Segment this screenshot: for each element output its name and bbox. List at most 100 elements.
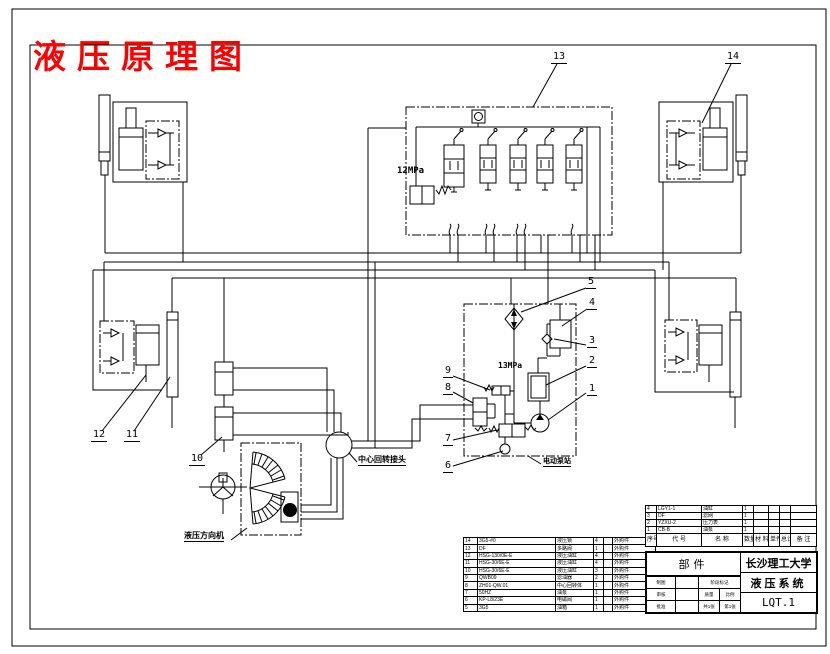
directional-valve-1	[443, 128, 465, 193]
steering-unit	[199, 361, 358, 541]
leader-lines	[101, 63, 732, 467]
bom-code: 3G5	[477, 603, 556, 613]
bom-qty: 2	[593, 573, 604, 583]
bom-row: 5 3G5 油箱 1 外购件	[463, 603, 656, 613]
bom-name: 滤油器	[555, 573, 594, 583]
bom-unit	[768, 505, 780, 513]
valve-manifold	[405, 106, 613, 262]
bom-code: KP-L8/23E	[477, 596, 556, 605]
callout-4: 4	[587, 297, 598, 310]
directional-valve-5	[565, 128, 584, 191]
callout-6: 6	[443, 460, 454, 473]
hdr-unit: 单件	[768, 533, 780, 547]
pump-station-label: 电动泵站	[543, 458, 571, 467]
bom-no: 5	[463, 603, 478, 613]
bom-no: 2	[645, 519, 657, 527]
bom-qty: 3	[593, 566, 604, 575]
bom-mat	[603, 588, 613, 598]
bom-unit	[768, 512, 780, 520]
bom-unit	[768, 519, 780, 527]
callout-12: 12	[91, 429, 108, 442]
bom-qty: 1	[593, 544, 604, 553]
bom-name: 油泵	[555, 588, 594, 598]
bom-no: 10	[463, 566, 478, 575]
bom-main-table: 14 3G5-#0 液压锁 4 外购件 13 DF 多路阀 1 外购件 12 H…	[463, 536, 656, 613]
sig-label-approve: 批准	[646, 600, 676, 613]
bom-no: 13	[463, 544, 478, 553]
pipe-network	[92, 127, 742, 520]
bom-code: YZXU-2	[656, 519, 702, 527]
bom-row: 1 CB-B 油泵 1	[645, 526, 817, 534]
bom-name: 中心回转体	[555, 581, 594, 590]
bom-name: 油缸	[701, 505, 743, 513]
bom-mat	[753, 526, 769, 534]
bom-mat	[603, 566, 613, 575]
drawing-title: 液压原理图	[33, 37, 253, 76]
bom-code: DF	[656, 512, 702, 520]
sig-value	[675, 600, 699, 613]
pump-station	[463, 303, 577, 465]
bom-code: HSG-30/6E-E	[477, 559, 556, 568]
mid-right-cylinder-group	[664, 311, 742, 428]
bom-code: 3G5-#0	[477, 536, 556, 546]
callout-11: 11	[124, 429, 141, 442]
steering-gear-label: 液压方向机	[184, 531, 224, 542]
bom-name: 液压油缸	[555, 566, 594, 575]
bom-no: 4	[645, 505, 657, 513]
bom-name: 多路阀	[555, 544, 594, 553]
bom-qty: 1	[593, 603, 604, 613]
callout-13: 13	[551, 51, 568, 64]
bom-mat	[603, 536, 613, 546]
bom-qty: 1	[593, 588, 604, 598]
sheets-count: 共1张	[698, 600, 720, 613]
hdr-name: 名 称	[701, 533, 743, 547]
bom-name: 液压油缸	[555, 559, 594, 568]
bom-qty: 4	[593, 536, 604, 546]
bom-mat	[753, 505, 769, 513]
bom-row: 3 DF 滤网 1	[645, 512, 817, 520]
bom-mat	[603, 603, 613, 613]
bom-mat	[603, 544, 613, 553]
bom-no: 9	[463, 573, 478, 583]
callout-10: 10	[189, 453, 206, 466]
bom-total	[779, 519, 791, 527]
hdr-mat: 材 料	[753, 533, 769, 547]
hdr-no: 序号	[645, 533, 657, 547]
bom-note	[790, 512, 817, 520]
bom-upper-table: 4 LGY1-1 油缸 1 3 DF 滤网 1 2 YZXU-2 压力表 1	[645, 505, 817, 547]
bom-row: 4 LGY1-1 油缸 1	[645, 505, 817, 513]
bom-name: 液压油缸	[555, 551, 594, 561]
bom-name: 滤网	[701, 512, 743, 520]
bom-name: 电磁阀	[555, 596, 594, 605]
bom-no: 7	[463, 588, 478, 598]
bom-row: 12 HSG-130/0E-E 液压油缸 4 外购件	[463, 551, 656, 561]
bom-code: HSG-130/0E-E	[477, 551, 556, 561]
bom-header-row: 序号 代 号 名 称 数量 材 料 单件 总计 备 注	[645, 533, 817, 547]
mid-left-cylinder-group	[99, 311, 179, 428]
bom-mat	[603, 573, 613, 583]
bom-row: 2 YZXU-2 压力表 1	[645, 519, 817, 527]
bom-row: 11 HSG-30/6E-E 液压油缸 4 外购件	[463, 559, 656, 568]
bom-qty: 1	[742, 519, 754, 527]
bom-qty: 4	[593, 559, 604, 568]
bom-code: QWB09	[477, 573, 556, 583]
callout-1: 1	[587, 383, 598, 396]
bom-no: 6	[463, 596, 478, 605]
bom-mat	[603, 581, 613, 590]
bom-qty: 1	[593, 581, 604, 590]
bom-row: 10 HSG-30/6E-E 液压油缸 3 外购件	[463, 566, 656, 575]
callout-9: 9	[443, 365, 454, 378]
bom-qty: 1	[742, 512, 754, 520]
callout-7: 7	[443, 433, 454, 446]
hdr-note: 备 注	[790, 533, 817, 547]
bom-qty: 1	[593, 596, 604, 605]
product-name: 液压系统	[740, 572, 817, 593]
top-left-cylinder-group	[98, 94, 188, 183]
hdr-qty: 数量	[742, 533, 754, 547]
drawing-number: LQT.1	[740, 592, 817, 613]
bom-mat	[603, 559, 613, 568]
bom-unit	[768, 526, 780, 534]
bom-qty: 4	[593, 551, 604, 561]
bom-row: 8 ZH01-QW.01 中心回转体 1 外购件	[463, 581, 656, 590]
